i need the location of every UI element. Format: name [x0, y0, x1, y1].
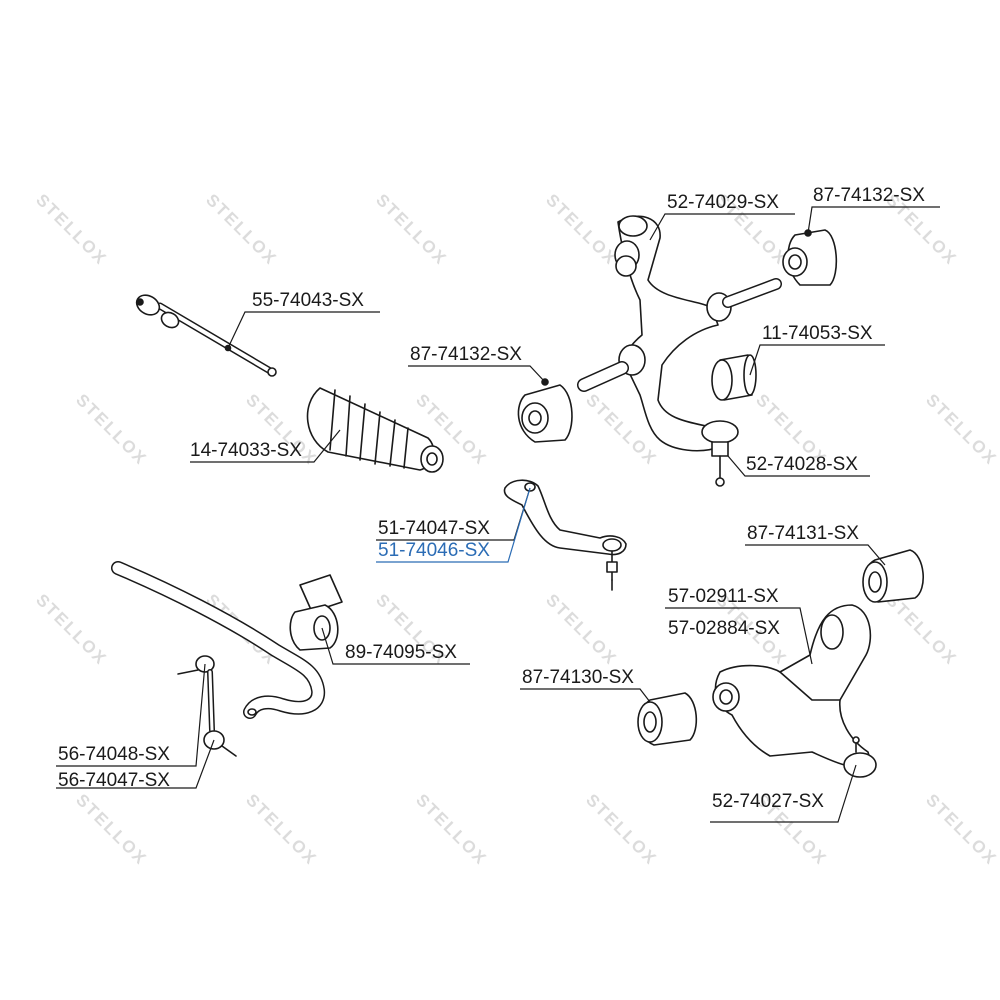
label-87-74130: 87-74130-SX	[522, 667, 634, 688]
label-55-74043: 55-74043-SX	[252, 290, 364, 311]
label-51-74046-highlighted: 51-74046-SX	[378, 540, 490, 561]
bushing-top-right-drawing	[782, 229, 838, 286]
bushing-87-74131-drawing	[862, 549, 925, 603]
label-56-74047: 56-74047-SX	[58, 770, 170, 791]
label-52-74027: 52-74027-SX	[712, 791, 824, 812]
label-11-74053: 11-74053-SX	[762, 323, 873, 344]
pitman-arm-drawing	[503, 479, 627, 591]
label-14-74033: 14-74033-SX	[190, 440, 302, 461]
stabilizer-link-drawing	[177, 655, 237, 757]
label-87-74132-mid: 87-74132-SX	[410, 344, 522, 365]
upper-control-arm-drawing	[577, 215, 782, 487]
label-57-02884: 57-02884-SX	[668, 618, 780, 639]
label-89-74095: 89-74095-SX	[345, 642, 457, 663]
leader-lines	[56, 206, 940, 823]
stabilizer-bar-drawing	[111, 561, 326, 719]
label-52-74029: 52-74029-SX	[667, 192, 779, 213]
label-52-74028: 52-74028-SX	[746, 454, 858, 475]
steering-boot-drawing	[306, 387, 444, 473]
label-87-74132-top: 87-74132-SX	[813, 185, 925, 206]
bushing-87-74130-drawing	[637, 692, 698, 746]
label-57-02911: 57-02911-SX	[668, 586, 779, 607]
bushing-middle-drawing	[517, 378, 573, 443]
label-56-74048: 56-74048-SX	[58, 744, 170, 765]
label-87-74131: 87-74131-SX	[747, 523, 859, 544]
bushing-11-74053-drawing	[711, 354, 757, 401]
lower-control-arm-drawing	[712, 604, 877, 778]
label-51-74047: 51-74047-SX	[378, 518, 490, 539]
stabilizer-bushing-drawing	[289, 574, 343, 651]
